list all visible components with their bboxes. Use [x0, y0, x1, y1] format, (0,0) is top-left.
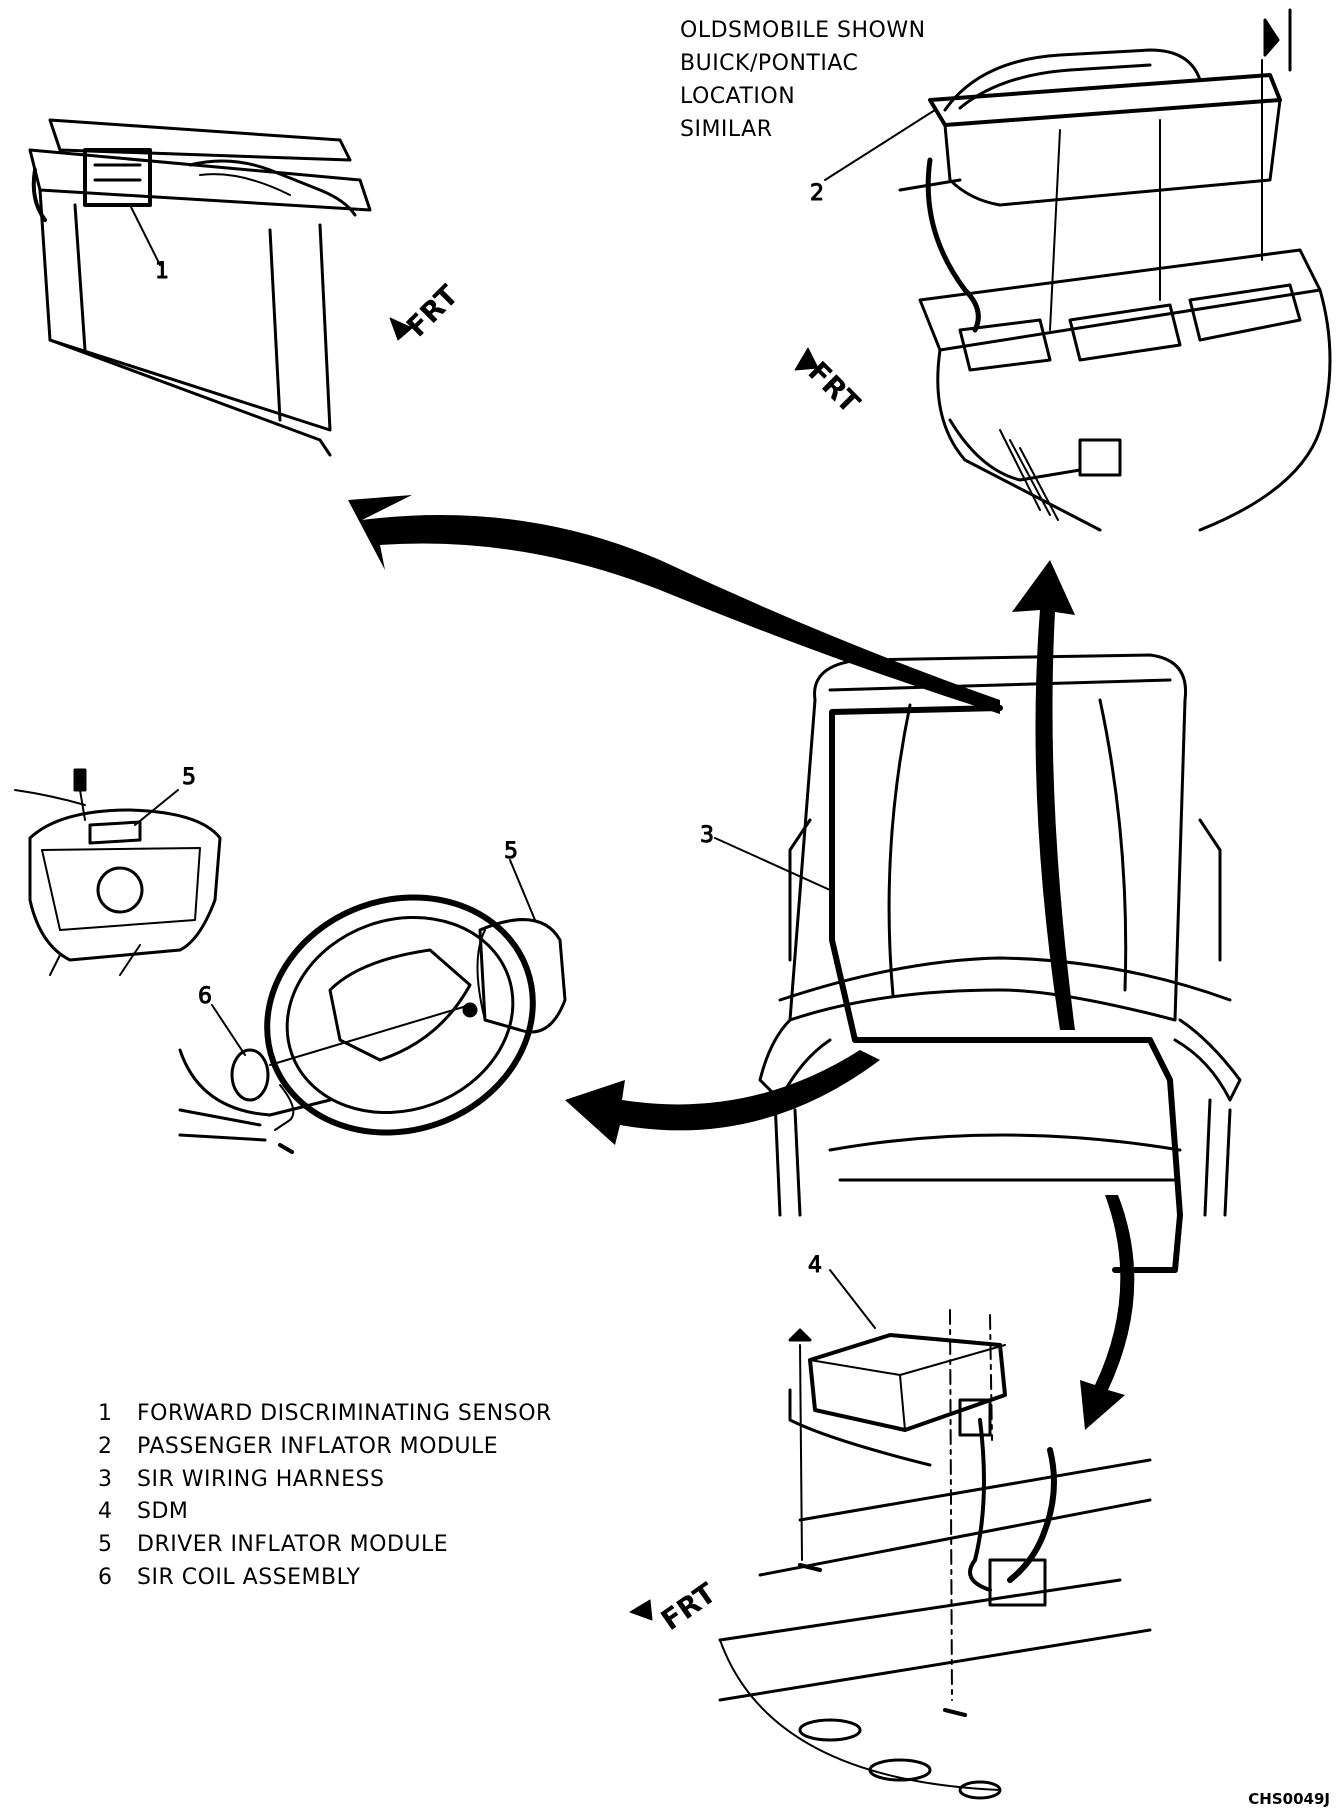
location-arrows [348, 495, 1135, 1430]
callout-3: 3 [700, 823, 714, 848]
legend-number: 2 [98, 1433, 113, 1459]
sdm-illustration [718, 1309, 1152, 1800]
legend-item: 3 SIR WIRING HARNESS [98, 1464, 552, 1497]
vehicle-illustration [758, 653, 1242, 1217]
callout-5a: 5 [182, 765, 196, 790]
legend-item: 4 SDM [98, 1496, 552, 1529]
legend-number: 3 [98, 1466, 113, 1492]
callout-5b-leader [509, 859, 536, 921]
legend-number: 4 [98, 1499, 113, 1525]
sir-wiring-harness [829, 705, 1183, 1273]
callout-3-leader [714, 837, 831, 891]
callout-6-leader [211, 1004, 246, 1056]
note-line: BUICK/PONTIAC [680, 51, 859, 76]
legend-text: SDM [137, 1499, 189, 1525]
legend-number: 5 [98, 1532, 113, 1558]
legend-item: 1 FORWARD DISCRIMINATING SENSOR [98, 1398, 552, 1431]
legend-number: 6 [98, 1564, 113, 1590]
note-line: SIMILAR [680, 117, 773, 142]
callout-5b: 5 [504, 839, 518, 864]
component-legend: 1 FORWARD DISCRIMINATING SENSOR 2 PASSENGE… [98, 1398, 552, 1595]
callout-2: 2 [810, 181, 824, 206]
legend-text: PASSENGER INFLATOR MODULE [137, 1433, 499, 1459]
legend-item: 2 PASSENGER INFLATOR MODULE [98, 1431, 552, 1464]
figure-code: CHS0049J [1248, 1790, 1330, 1808]
callout-2-leader [824, 109, 936, 181]
steering-wheel-illustration [178, 894, 567, 1154]
sensor-illustration [28, 118, 372, 457]
note-line: LOCATION [680, 84, 796, 109]
legend-text: SIR WIRING HARNESS [137, 1466, 385, 1492]
callout-6: 6 [198, 984, 212, 1009]
note-line: OLDSMOBILE SHOWN [680, 18, 926, 43]
callout-4-leader [829, 1269, 876, 1329]
callout-4: 4 [808, 1253, 822, 1278]
legend-text: SIR COIL ASSEMBLY [137, 1564, 361, 1590]
frt-arrow-icon [629, 1599, 653, 1621]
legend-item: 5 DRIVER INFLATOR MODULE [98, 1529, 552, 1562]
frt-arrow-icon [389, 317, 413, 341]
callout-5a-leader [134, 789, 179, 826]
driver-module-back-illustration [14, 768, 222, 976]
legend-number: 1 [98, 1401, 113, 1426]
callout-1: 1 [155, 259, 169, 284]
passenger-module-illustration [898, 8, 1332, 532]
legend-item: 6 SIR COIL ASSEMBLY [98, 1562, 552, 1595]
legend-text: FORWARD DISCRIMINATING SENSOR [137, 1401, 552, 1426]
frt-arrow-icon [794, 347, 819, 371]
vehicle-note: OLDSMOBILE SHOWN BUICK/PONTIAC LOCATION … [680, 14, 926, 146]
legend-text: DRIVER INFLATOR MODULE [137, 1532, 449, 1558]
